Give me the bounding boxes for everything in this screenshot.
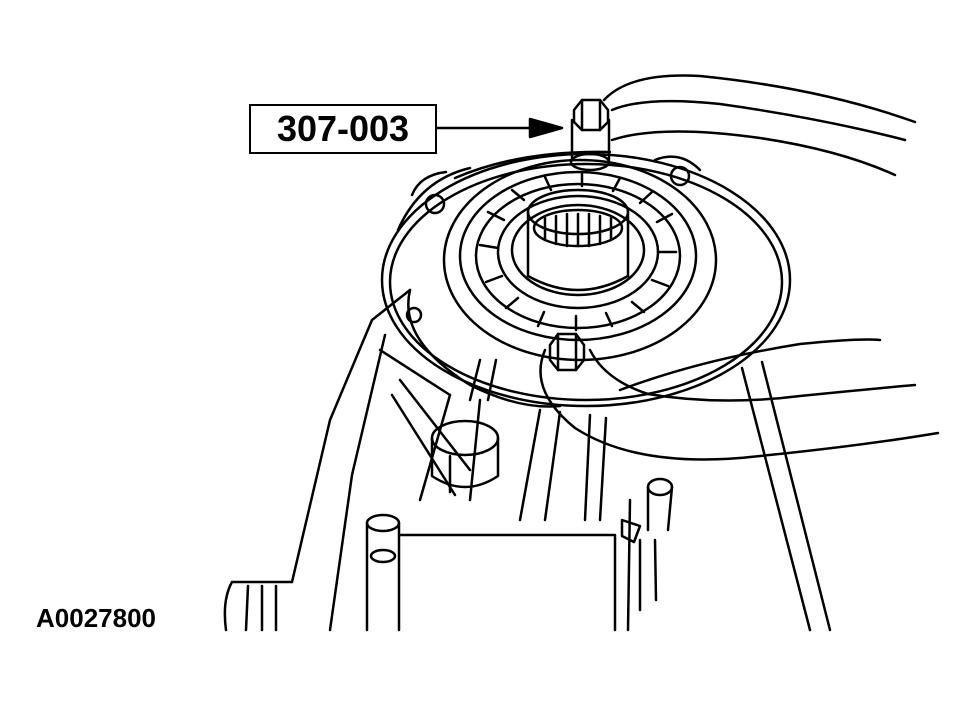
oil-seal [442,158,718,362]
tool-number-label: 307-003 [276,108,410,149]
retainer-plate [380,150,792,408]
tool-number-callout: 307-003 [249,104,437,154]
figure-id-label: A0027800 [36,603,156,633]
leader-arrow [435,117,564,139]
case-housing [223,288,832,632]
case-boss [430,419,500,494]
spanner-tool [539,74,940,461]
splined-output-shaft [526,188,630,292]
dowel-pin-left [365,513,401,632]
dowel-pin-right [620,477,674,612]
